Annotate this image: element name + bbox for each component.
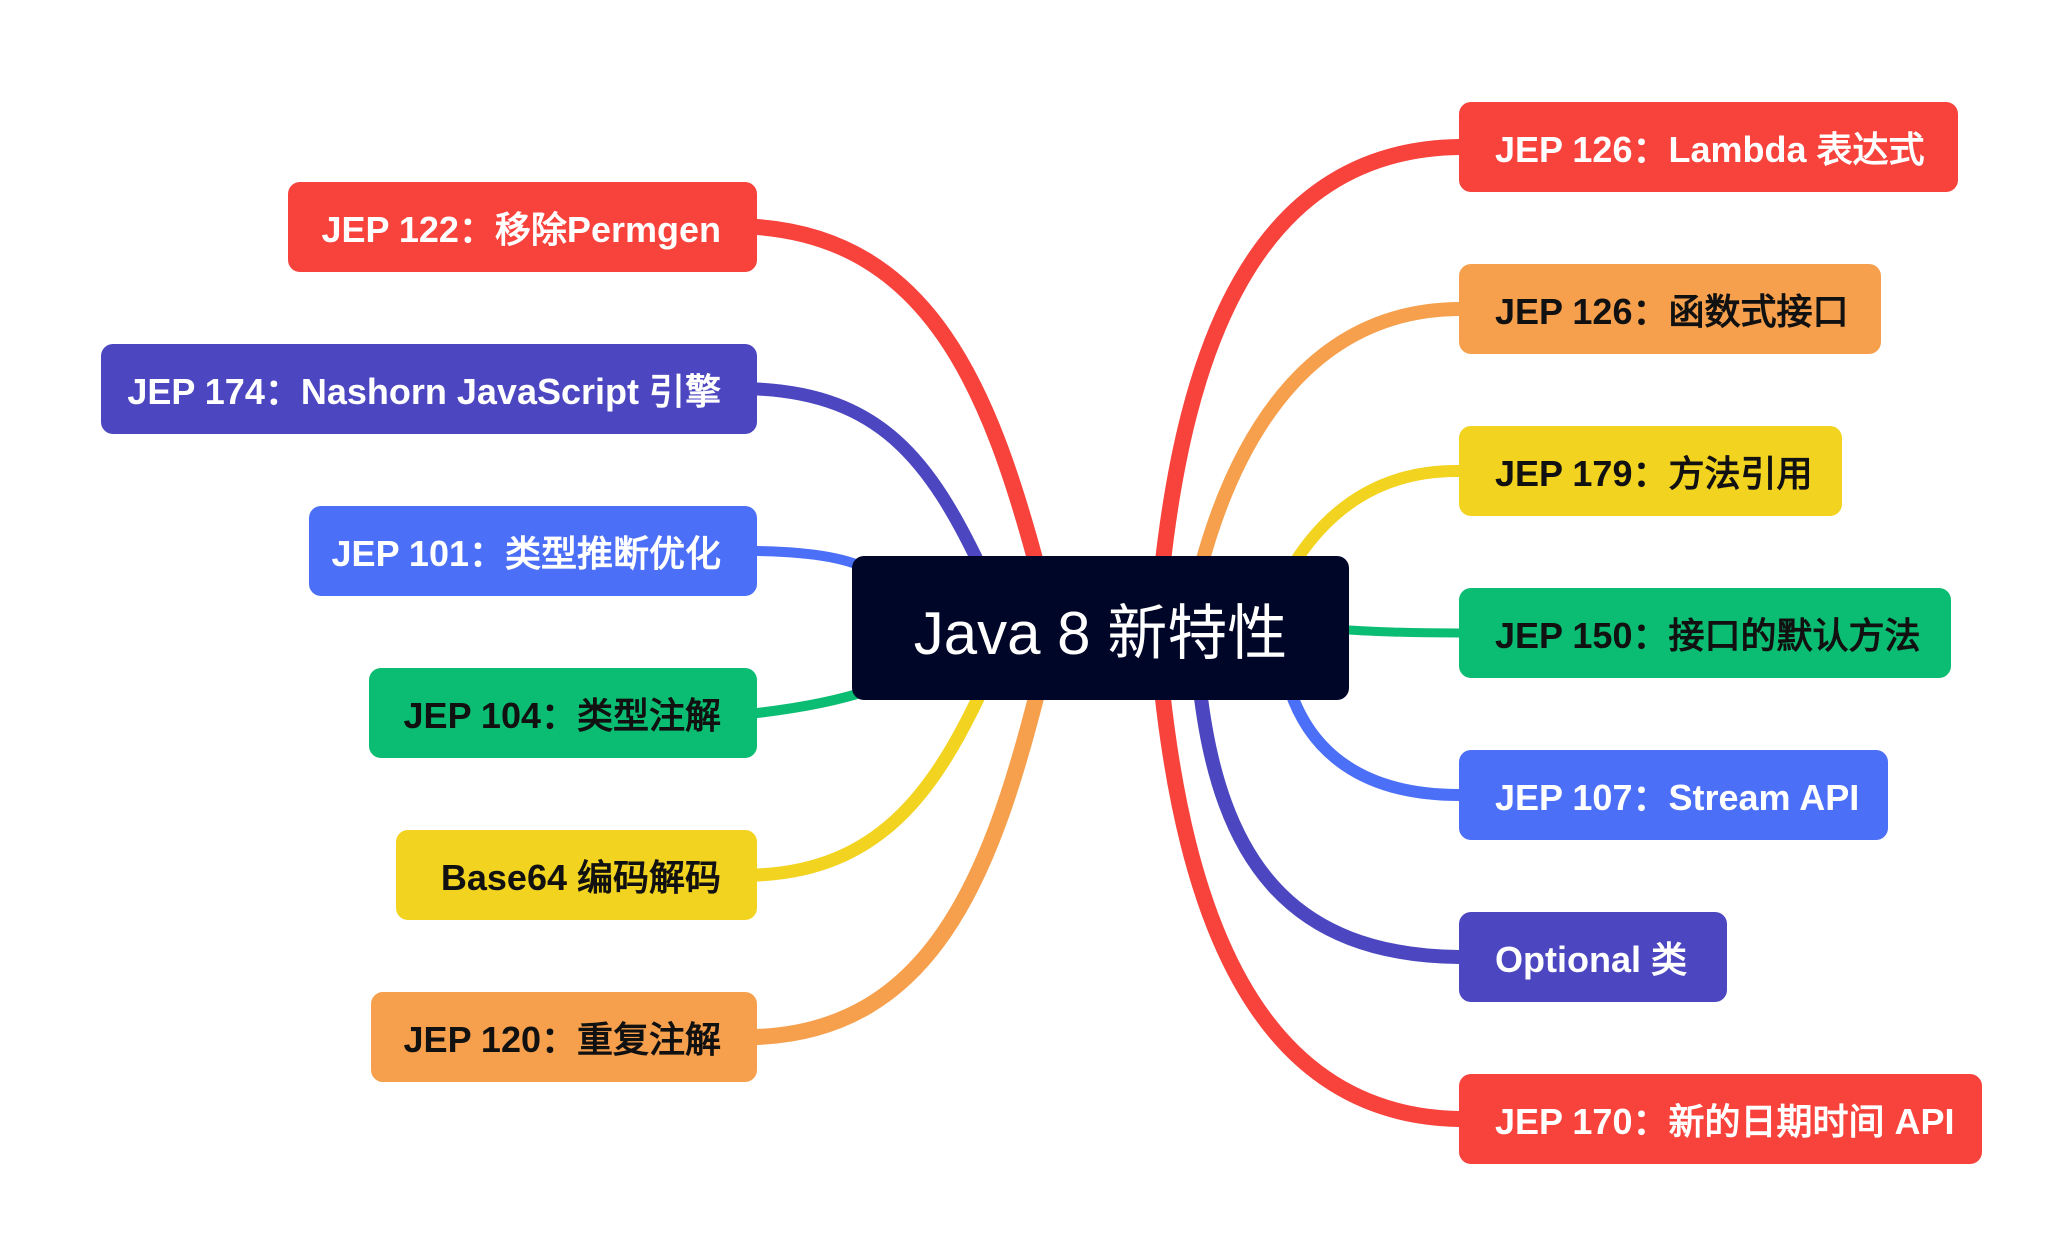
connector-jep120 [749,682,1046,1045]
branch-label: JEP 104：类型注解 [403,695,721,736]
branch-base64[interactable]: Base64 编码解码 [396,830,757,920]
connector-base64 [750,683,989,882]
connector-jep122 [749,219,1046,578]
connector-jep107 [1284,684,1465,801]
branch-label: JEP 126：Lambda 表达式 [1495,129,1925,170]
branch-label: JEP 170：新的日期时间 API [1495,1101,1955,1142]
branch-label: Optional 类 [1495,939,1687,980]
branch-jep107[interactable]: JEP 107：Stream API [1459,750,1888,840]
branch-optional[interactable]: Optional 类 [1459,912,1727,1002]
branch-jep120[interactable]: JEP 120：重复注解 [371,992,757,1082]
branch-label: JEP 120：重复注解 [403,1019,721,1060]
branch-label: JEP 126：函数式接口 [1495,291,1849,332]
branch-jep126-lambda[interactable]: JEP 126：Lambda 表达式 [1459,102,1958,192]
connector-optional [1193,683,1466,964]
branch-label: JEP 107：Stream API [1495,777,1860,818]
branch-label: JEP 179：方法引用 [1495,453,1813,494]
branch-jep170[interactable]: JEP 170：新的日期时间 API [1459,1074,1982,1164]
branch-jep104[interactable]: JEP 104：类型注解 [369,668,757,758]
branch-label: Base64 编码解码 [440,857,721,898]
connector-jep126a [1154,139,1467,578]
branch-label: JEP 174：Nashorn JavaScript 引擎 [127,371,721,412]
connector-jep174 [750,382,989,577]
branch-jep101[interactable]: JEP 101：类型推断优化 [309,506,757,596]
branch-label: JEP 122：移除Permgen [321,209,721,250]
branch-jep126-functional[interactable]: JEP 126：函数式接口 [1459,264,1881,354]
branch-label: JEP 150：接口的默认方法 [1495,615,1921,656]
branch-jep150[interactable]: JEP 150：接口的默认方法 [1459,588,1951,678]
branch-jep179[interactable]: JEP 179：方法引用 [1459,426,1842,516]
root-node[interactable]: Java 8 新特性 [852,556,1349,700]
branch-jep122[interactable]: JEP 122：移除Permgen [288,182,757,272]
connector-jep179 [1284,464,1465,576]
connector-jep170 [1154,682,1467,1127]
branch-label: JEP 101：类型推断优化 [331,533,721,574]
connector-jep126b [1193,302,1466,577]
connector-jep150 [1344,625,1464,638]
branch-jep174[interactable]: JEP 174：Nashorn JavaScript 引擎 [101,344,757,434]
root-label: Java 8 新特性 [913,599,1288,667]
